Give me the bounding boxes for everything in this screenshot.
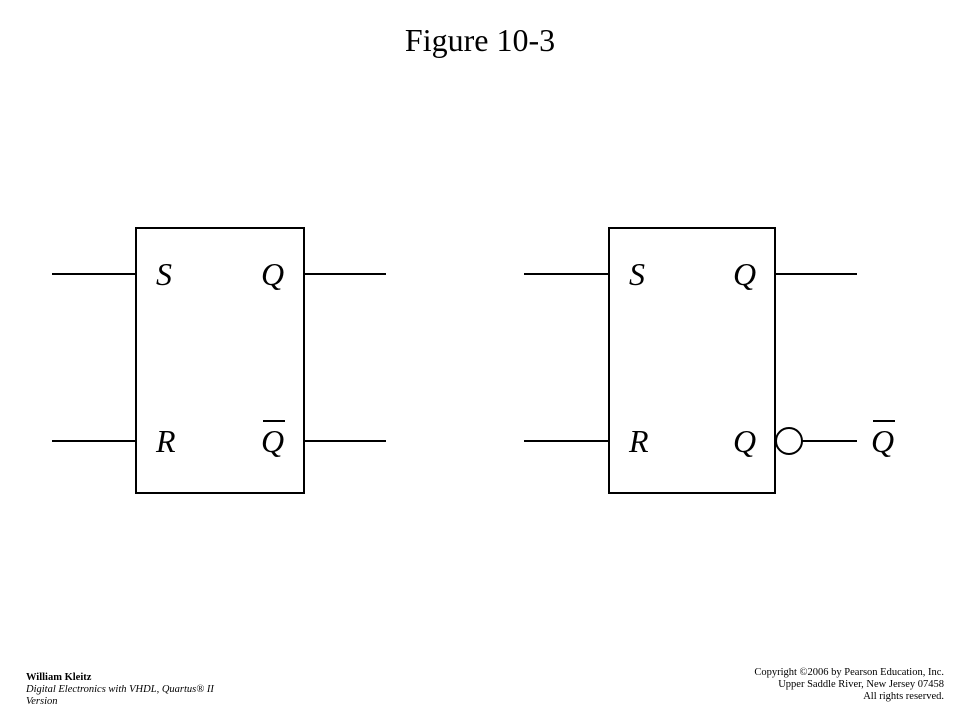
footer-author: William Kleitz xyxy=(26,672,92,683)
left-pin-q-label: Q xyxy=(261,256,284,292)
inversion-bubble xyxy=(775,427,803,455)
right-pin-q-inverted-label: Q xyxy=(733,423,756,459)
right-sr-flip-flop: S R Q Q Q xyxy=(524,227,895,494)
footer-copyright: Copyright ©2006 by Pearson Education, In… xyxy=(754,667,944,703)
right-output-q-bar-label: Q xyxy=(871,423,894,459)
copyright-line-1: Copyright ©2006 by Pearson Education, In… xyxy=(754,667,944,678)
figure-title: Figure 10-3 xyxy=(404,22,556,58)
footer-book-title: Digital Electronics with VHDL, Quartus® … xyxy=(26,684,214,707)
copyright-line-2: Upper Saddle River, New Jersey 07458 xyxy=(778,679,944,690)
right-pin-q-label: Q xyxy=(733,256,756,292)
left-pin-r-label: R xyxy=(155,423,176,459)
copyright-line-3: All rights reserved. xyxy=(863,691,944,702)
left-flip-flop-body xyxy=(135,227,305,494)
left-sr-flip-flop: S R Q Q xyxy=(52,227,386,494)
right-flip-flop-body xyxy=(608,227,776,494)
footer-book-info: William Kleitz Digital Electronics with … xyxy=(26,672,241,708)
right-pin-r-label: R xyxy=(628,423,649,459)
right-pin-s-label: S xyxy=(629,256,645,292)
left-pin-q-bar-label: Q xyxy=(261,423,284,459)
left-pin-s-label: S xyxy=(156,256,172,292)
